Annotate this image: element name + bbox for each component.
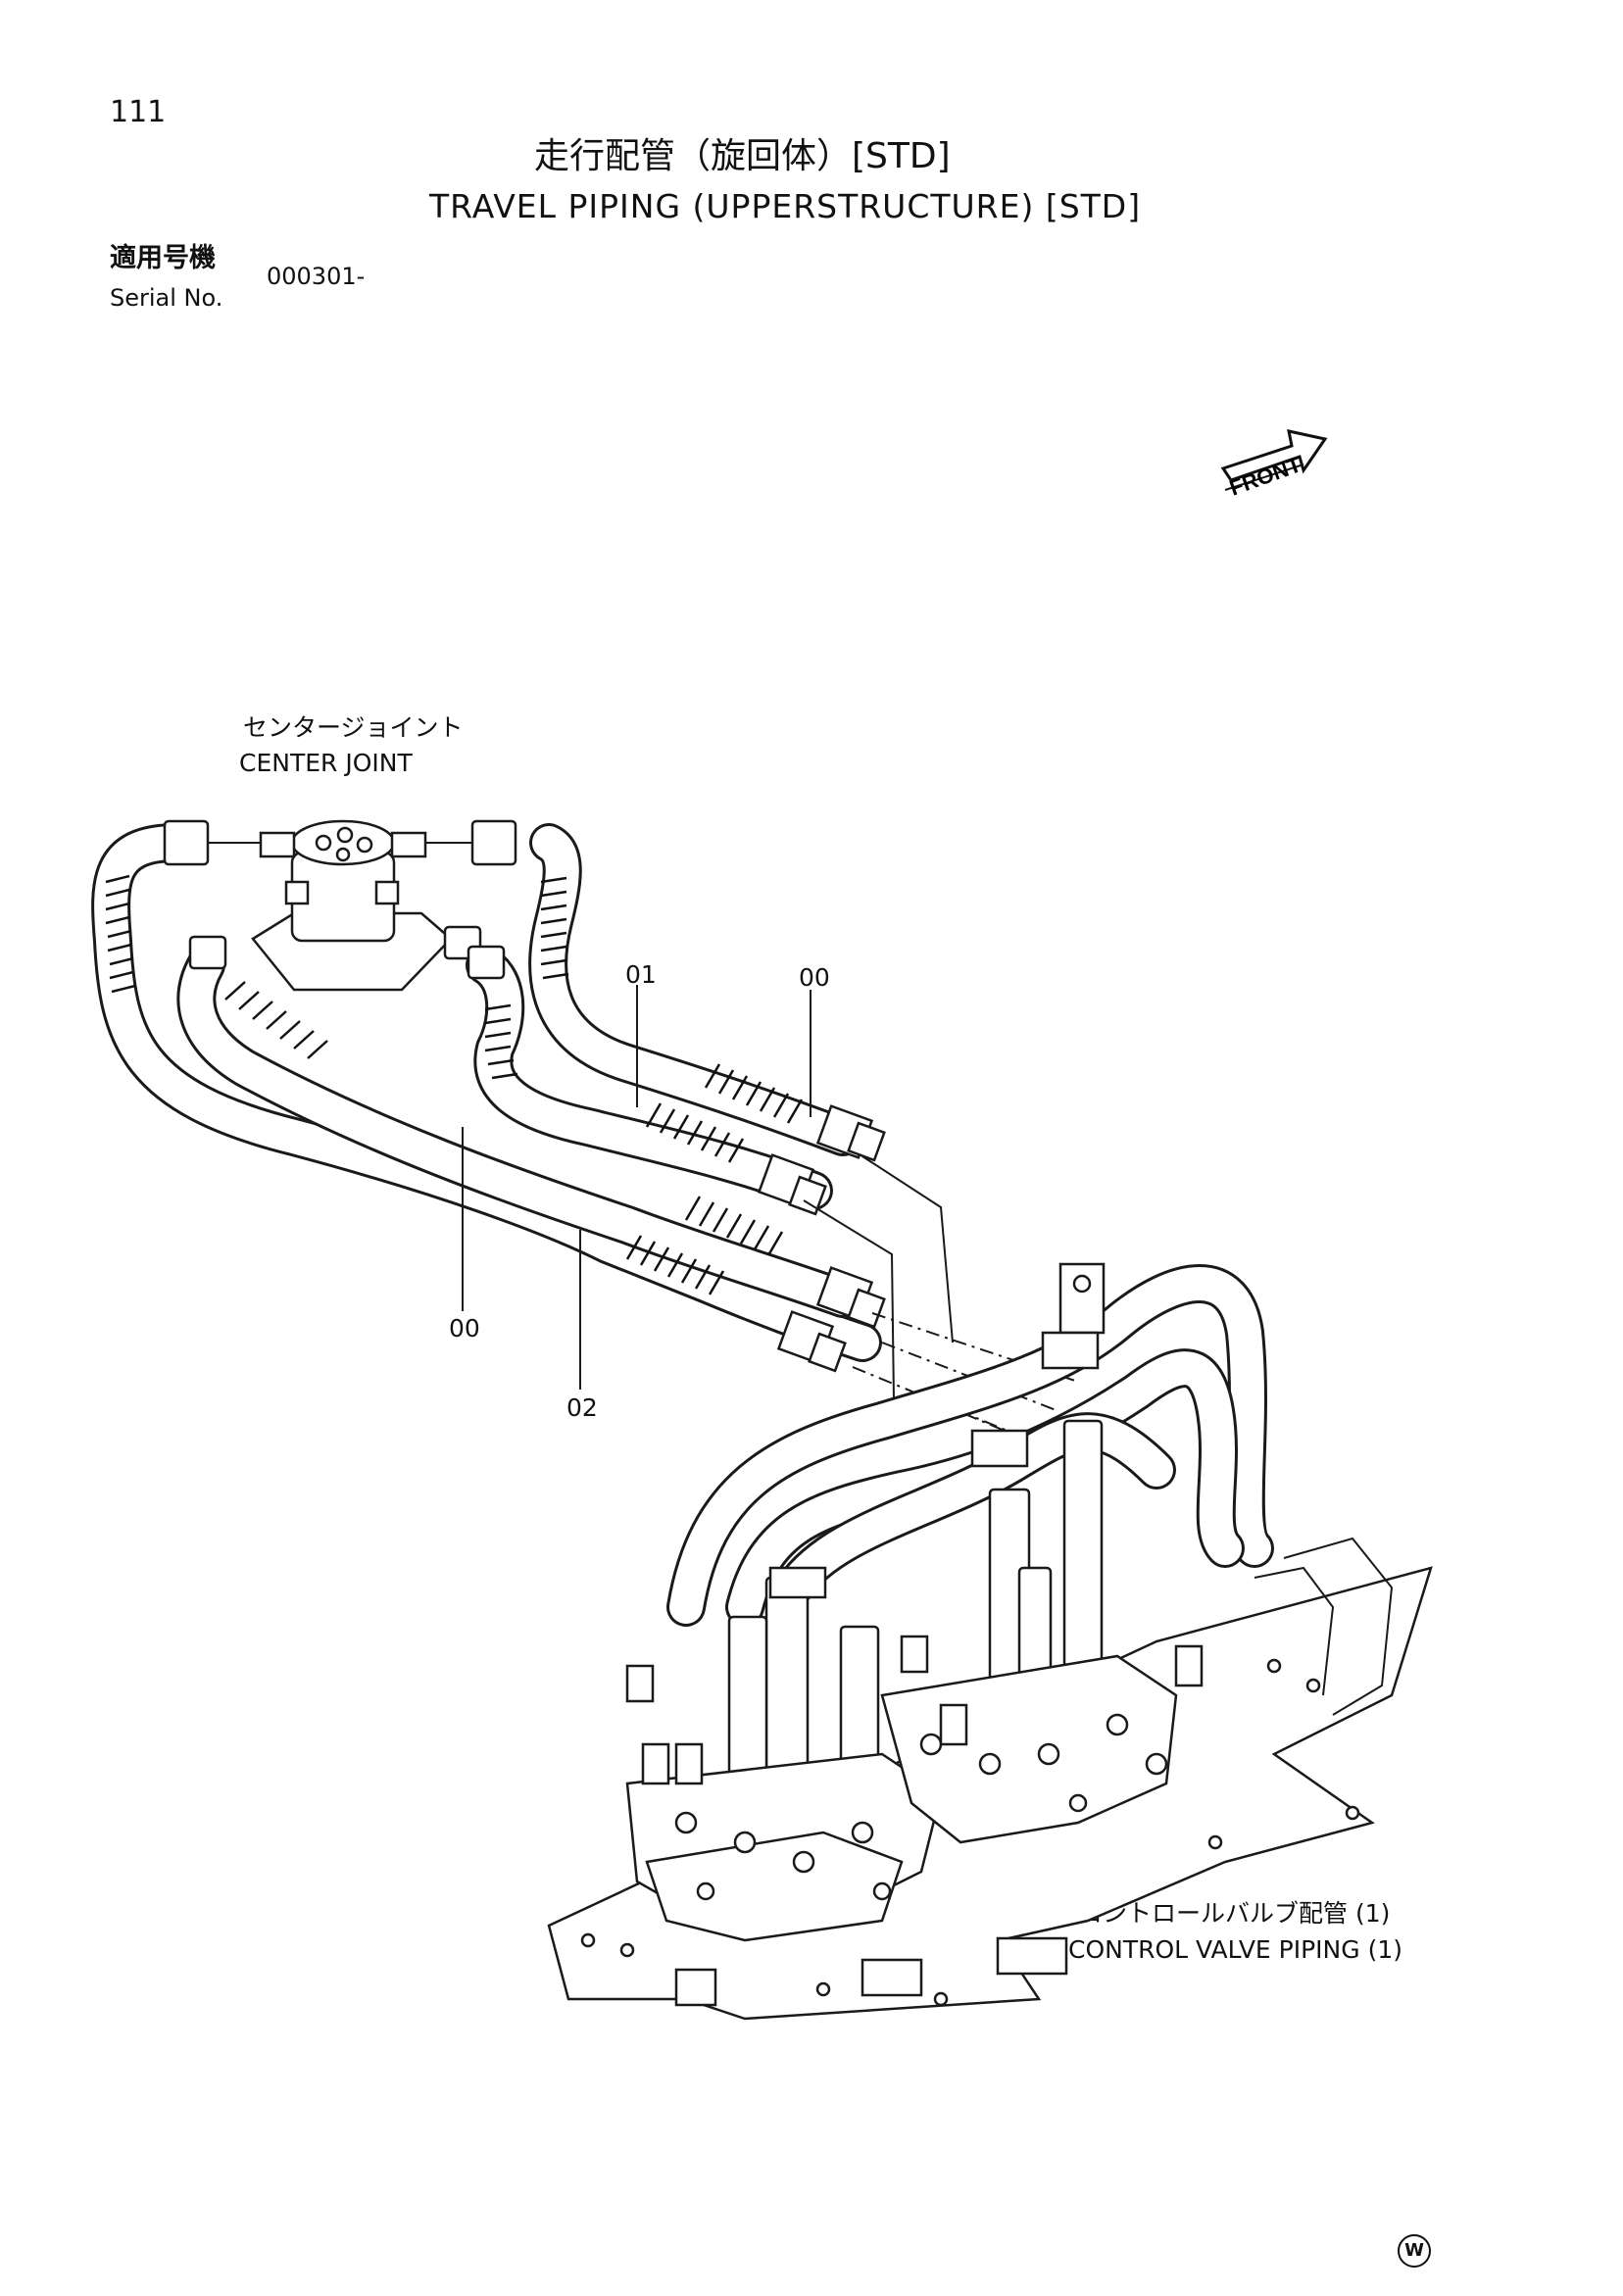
- serial-value: 000301-: [267, 263, 366, 290]
- hose-leftmid-inner: [179, 949, 860, 1315]
- serial-label-japanese: 適用号機: [110, 243, 216, 273]
- frame-holes: [580, 1658, 1360, 2007]
- callout-02: 02: [566, 1393, 598, 1422]
- center-joint: [163, 819, 517, 992]
- control-valve-assembly: [547, 1262, 1433, 2021]
- hose-group: [91, 823, 886, 1373]
- center-joint-label-english: CENTER JOINT: [239, 749, 413, 777]
- footer-w-mark-text: W: [1404, 2240, 1424, 2261]
- valve-bolts: [625, 1635, 1204, 1901]
- page-number: 111: [110, 95, 167, 129]
- hose-right-inner: [531, 826, 860, 1153]
- spring-guards: [105, 874, 804, 1295]
- title-japanese: 走行配管（旋回体）[STD]: [534, 136, 951, 176]
- footer-w-mark: W: [1398, 2234, 1431, 2268]
- front-arrow-icon: FRONT: [1220, 429, 1328, 501]
- center-joint-label-japanese: センタージョイント: [243, 713, 464, 742]
- hose-rightmid-inner: [468, 949, 830, 1207]
- callout-00-left: 00: [449, 1314, 480, 1343]
- control-valve-label-english: CONTROL VALVE PIPING (1): [1068, 1935, 1402, 1964]
- callout-01: 01: [625, 960, 657, 989]
- title-english: TRAVEL PIPING (UPPERSTRUCTURE) [STD]: [429, 187, 1142, 225]
- control-valve-label-japanese: コントロールバルブ配管 (1): [1078, 1899, 1391, 1928]
- hose-left-inner: [94, 826, 879, 1359]
- hose-end-fittings: [757, 1104, 886, 1373]
- callout-leaders: [462, 985, 954, 1402]
- callout-00-right: 00: [799, 963, 830, 992]
- serial-label-english: Serial No.: [110, 284, 223, 312]
